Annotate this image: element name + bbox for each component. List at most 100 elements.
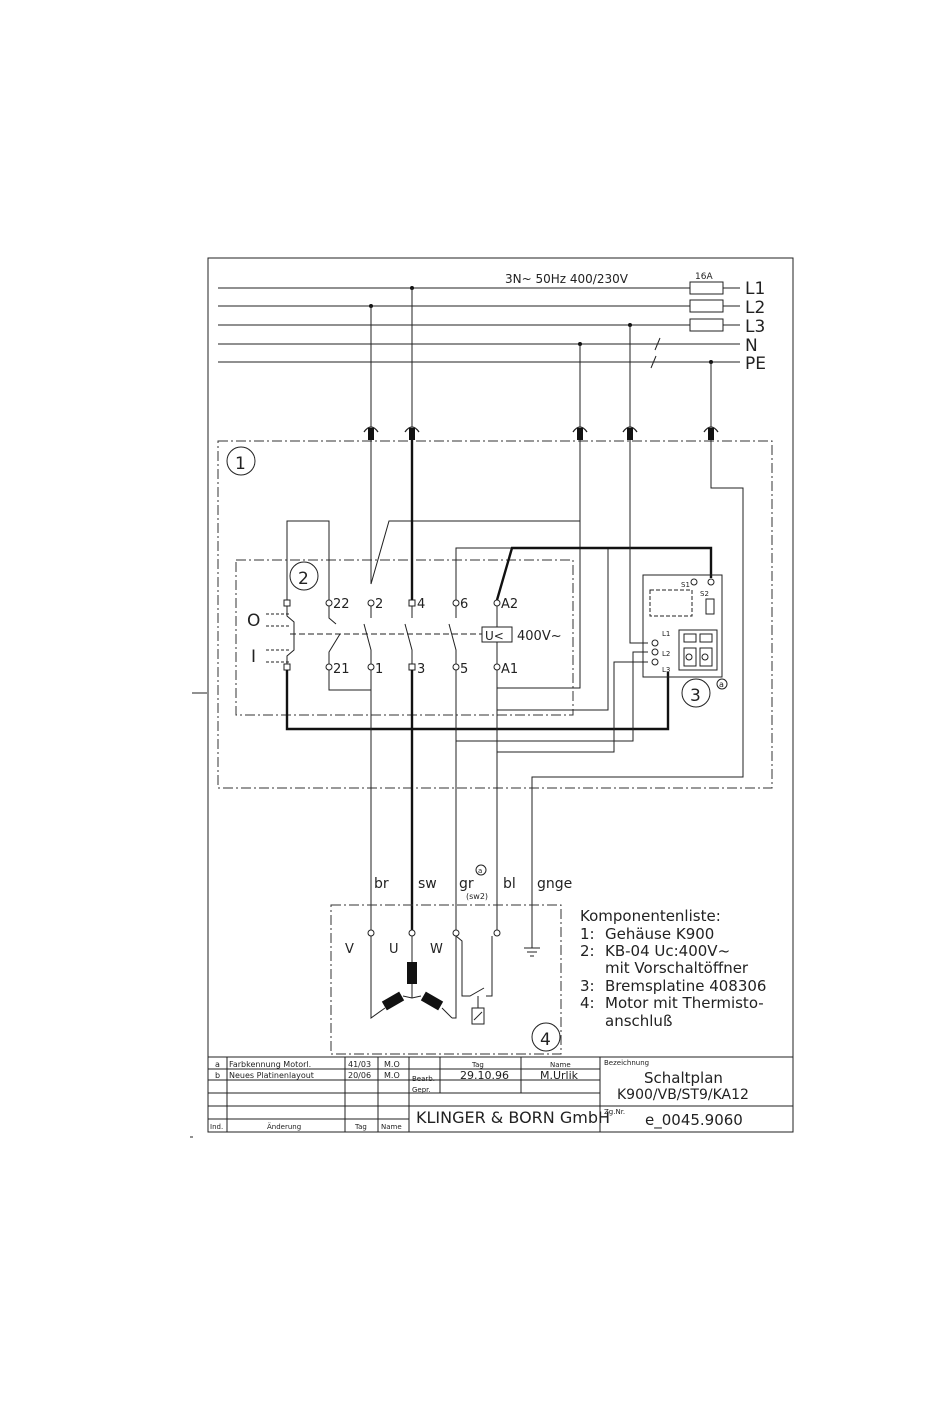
revision-mark: a bbox=[719, 680, 724, 689]
terminal-4: 4 bbox=[417, 597, 425, 612]
motor-number: 4 bbox=[540, 1030, 551, 1050]
terminal-2: 2 bbox=[375, 597, 383, 612]
wire-label-br: br bbox=[374, 876, 389, 892]
drawing-subtitle: K900/VB/ST9/KA12 bbox=[617, 1087, 749, 1103]
edited-date: 29.10.96 bbox=[460, 1069, 509, 1082]
component-text-1: Gehäuse K900 bbox=[605, 925, 714, 943]
wire-label-bl: bl bbox=[503, 876, 516, 892]
fuse-l2 bbox=[689, 299, 724, 313]
component-text-4b: anschluß bbox=[605, 1012, 672, 1030]
contactor-number-circle bbox=[289, 561, 319, 591]
component-list-title: Komponentenliste: bbox=[580, 907, 721, 925]
drawing-number: e_0045.9060 bbox=[645, 1111, 743, 1130]
rev-a-idx: a bbox=[215, 1060, 220, 1069]
wire-revision-circle bbox=[475, 864, 487, 876]
terminal-1: 1 bbox=[375, 662, 383, 677]
cable-glands bbox=[363, 426, 719, 440]
motor-terminal-w: W bbox=[430, 942, 443, 957]
line-label-l3: L3 bbox=[745, 317, 765, 337]
fuse-rating: 16A bbox=[695, 272, 713, 282]
component-text-2: KB-04 Uc:400V~ bbox=[605, 942, 730, 960]
terminal-5: 5 bbox=[460, 662, 468, 677]
line-label-pe: PE bbox=[745, 354, 766, 374]
col-ind: Ind. bbox=[210, 1123, 223, 1131]
component-num-4: 4: bbox=[580, 994, 595, 1012]
rev-b-idx: b bbox=[215, 1071, 220, 1080]
housing-number: 1 bbox=[235, 454, 246, 474]
component-num-1: 1: bbox=[580, 925, 595, 943]
housing-number-circle bbox=[226, 446, 256, 476]
wire-gr-sub: (sw2) bbox=[466, 892, 488, 901]
hdr-day: Tag bbox=[471, 1061, 484, 1069]
rev-b-change: Neues Platinenlayout bbox=[229, 1071, 314, 1080]
wire-label-gr: gr bbox=[459, 876, 474, 892]
drawing-frame bbox=[207, 257, 794, 1133]
supply-bus: 16A 3N~ 50Hz 400/230V L1 L2 L3 N PE bbox=[218, 272, 766, 374]
brake-board-number: 3 bbox=[690, 686, 701, 706]
line-label-l1: L1 bbox=[745, 279, 765, 299]
brake-board-number-circle bbox=[681, 678, 711, 708]
line-label-n: N bbox=[745, 336, 758, 356]
motor-number-circle bbox=[531, 1022, 561, 1052]
coil-symbol: U< bbox=[485, 629, 504, 643]
terminal-21: 21 bbox=[333, 662, 350, 677]
terminal-6: 6 bbox=[460, 597, 468, 612]
drawing-no-label: Zg.Nr. bbox=[604, 1108, 625, 1116]
fuse-l1 bbox=[689, 281, 724, 295]
terminal-3: 3 bbox=[417, 662, 425, 677]
pin-s2: S2 bbox=[700, 590, 709, 598]
component-num-2: 2: bbox=[580, 942, 595, 960]
drawing-title: Schaltplan bbox=[644, 1069, 723, 1087]
row-edited: Bearb. bbox=[412, 1075, 435, 1083]
rev-a-name: M.O bbox=[384, 1060, 400, 1069]
component-list: Komponentenliste: 1: Gehäuse K900 2: KB-… bbox=[580, 907, 766, 1030]
component-text-3: Bremsplatine 408306 bbox=[605, 977, 766, 995]
fuse-l3 bbox=[689, 318, 724, 332]
contactor-number: 2 bbox=[298, 569, 309, 589]
edited-name: M.Urlik bbox=[540, 1069, 579, 1082]
terminal-a1: A1 bbox=[501, 662, 518, 677]
motor-cables bbox=[370, 670, 498, 930]
motor-windings: V U W bbox=[345, 929, 540, 1025]
col-name: Name bbox=[381, 1123, 402, 1131]
pin-l3: L3 bbox=[662, 666, 670, 674]
motor-boundary bbox=[330, 904, 562, 1055]
contactor-boundary bbox=[235, 559, 574, 716]
contact-blades bbox=[286, 606, 482, 664]
title-block: a Farbkennung Motorl. 41/03 M.O b Neues … bbox=[208, 1056, 793, 1132]
row-checked: Gepr. bbox=[412, 1086, 431, 1094]
hdr-name: Name bbox=[550, 1061, 571, 1069]
terminal-a2: A2 bbox=[501, 597, 518, 612]
coil-voltage: 400V~ bbox=[517, 629, 562, 644]
pin-l1: L1 bbox=[662, 630, 670, 638]
rev-a-change: Farbkennung Motorl. bbox=[229, 1060, 311, 1069]
wire-label-gnge: gnge bbox=[537, 876, 572, 892]
pin-l2: L2 bbox=[662, 650, 670, 658]
line-label-l2: L2 bbox=[745, 298, 765, 318]
col-change: Änderung bbox=[267, 1122, 301, 1131]
rev-b-name: M.O bbox=[384, 1071, 400, 1080]
rev-b-date: 20/06 bbox=[348, 1071, 371, 1080]
component-text-4: Motor mit Thermisto- bbox=[605, 994, 764, 1012]
pin-s1: S1 bbox=[681, 581, 690, 589]
company-name: KLINGER & BORN GmbH bbox=[416, 1108, 610, 1127]
rev-a-date: 41/03 bbox=[348, 1060, 371, 1069]
housing-wiring bbox=[285, 440, 744, 930]
revision-mark-circle bbox=[716, 678, 728, 690]
col-day: Tag bbox=[354, 1123, 367, 1131]
contactor-terminals: 22 2 4 6 A2 21 1 3 5 A1 bbox=[283, 597, 518, 677]
terminal-22: 22 bbox=[333, 597, 350, 612]
component-text-2b: mit Vorschaltöffner bbox=[605, 959, 749, 977]
switch-on-label: I bbox=[251, 647, 256, 667]
brake-board: S1 S2 L1 L2 L3 bbox=[642, 574, 723, 678]
motor-terminal-u: U bbox=[389, 942, 399, 957]
wire-revision-mark: a bbox=[478, 867, 482, 875]
supply-spec: 3N~ 50Hz 400/230V bbox=[505, 272, 629, 286]
designation-label: Bezeichnung bbox=[604, 1059, 649, 1067]
switch-off-label: O bbox=[247, 611, 260, 631]
housing-boundary bbox=[217, 440, 773, 789]
motor-terminal-v: V bbox=[345, 942, 354, 957]
wire-label-sw: sw bbox=[418, 876, 437, 892]
